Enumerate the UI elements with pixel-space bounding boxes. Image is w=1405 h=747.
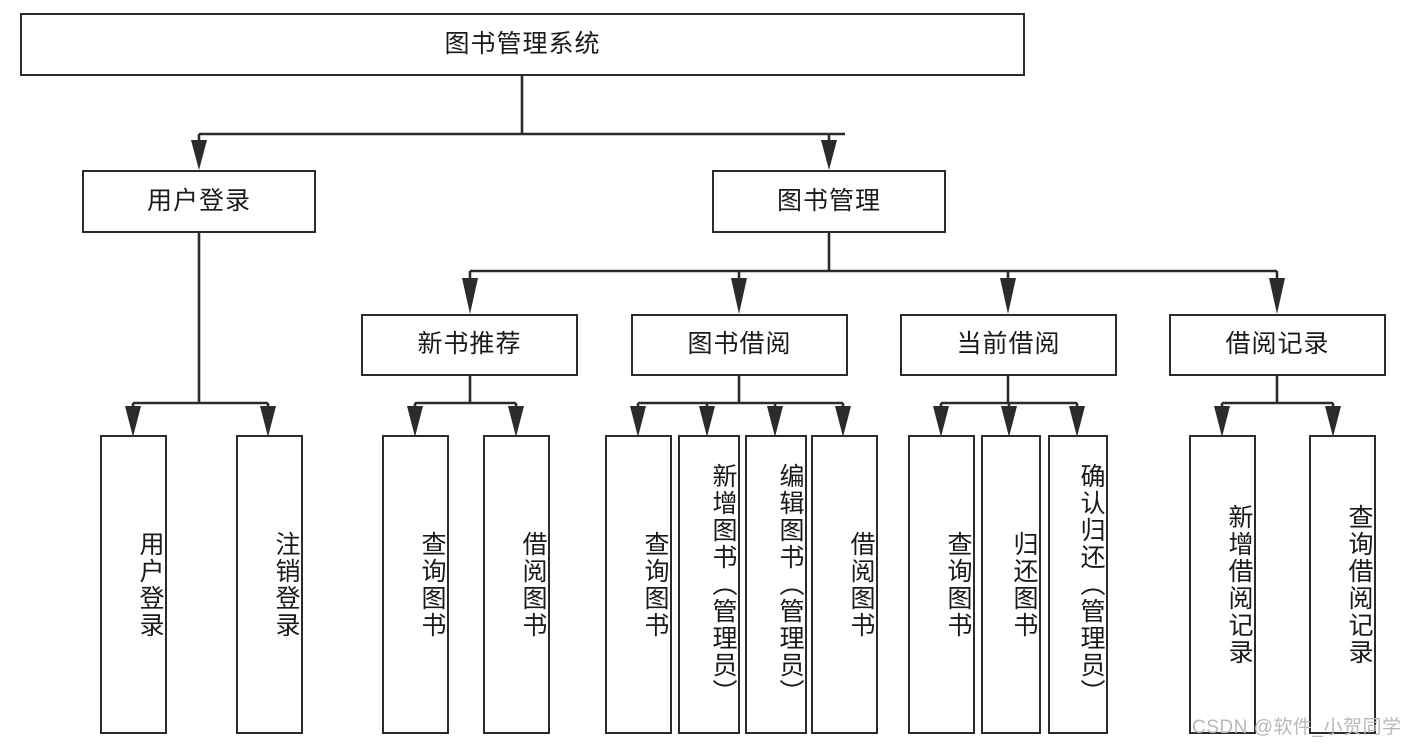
leaf-borrow-book-2[interactable]: 借阅图书 [811,435,878,734]
leaf-logout-label: 注销登录 [272,530,300,639]
node-user-login-label: 用户登录 [146,186,251,215]
leaf-add-book-label: 新增图书（管理员） [709,463,737,706]
node-borrow-record[interactable]: 借阅记录 [1169,314,1386,376]
connector-userlogin-to-leaves [125,233,276,437]
connector-newbookrec-to-leaves [407,376,524,437]
leaf-query-book-2[interactable]: 查询图书 [605,435,672,734]
leaf-add-record[interactable]: 新增借阅记录 [1189,435,1256,734]
leaf-borrow-book-2-label: 借阅图书 [847,530,875,639]
node-root-label: 图书管理系统 [444,29,601,58]
leaf-query-book-1[interactable]: 查询图书 [382,435,449,734]
node-current-borrow-label: 当前借阅 [956,330,1061,359]
leaf-return-book-label: 归还图书 [1010,530,1038,639]
leaf-confirm-return[interactable]: 确认归还（管理员） [1048,435,1108,734]
node-new-book-rec-label: 新书推荐 [417,330,522,359]
connector-bookmanage-to-level3 [462,233,1285,314]
leaf-query-record-label: 查询借阅记录 [1345,503,1373,666]
node-book-manage-label: 图书管理 [776,186,881,215]
connector-bookborrow-to-leaves [630,376,851,437]
leaf-logout[interactable]: 注销登录 [236,435,303,734]
node-book-borrow[interactable]: 图书借阅 [631,314,848,376]
leaf-borrow-book-1[interactable]: 借阅图书 [483,435,550,734]
node-user-login[interactable]: 用户登录 [82,170,316,233]
node-root[interactable]: 图书管理系统 [20,13,1025,76]
node-borrow-record-label: 借阅记录 [1225,330,1330,359]
connector-borrowrecord-to-leaves [1214,376,1341,437]
leaf-edit-book[interactable]: 编辑图书（管理员） [745,435,807,734]
leaf-confirm-return-label: 确认归还（管理员） [1077,463,1105,706]
node-current-borrow[interactable]: 当前借阅 [900,314,1117,376]
leaf-user-login[interactable]: 用户登录 [100,435,167,734]
leaf-add-record-label: 新增借阅记录 [1225,503,1253,666]
leaf-query-book-2-label: 查询图书 [641,530,669,639]
leaf-return-book[interactable]: 归还图书 [981,435,1041,734]
node-book-borrow-label: 图书借阅 [687,330,792,359]
leaf-borrow-book-1-label: 借阅图书 [519,530,547,639]
connector-currentborrow-to-leaves [933,376,1085,437]
leaf-add-book[interactable]: 新增图书（管理员） [678,435,740,734]
leaf-query-record[interactable]: 查询借阅记录 [1309,435,1376,734]
node-book-manage[interactable]: 图书管理 [712,170,946,233]
leaf-query-book-1-label: 查询图书 [418,530,446,639]
leaf-query-book-3[interactable]: 查询图书 [908,435,975,734]
leaf-user-login-label: 用户登录 [136,530,164,639]
leaf-query-book-3-label: 查询图书 [944,530,972,639]
connector-root-to-level2 [191,76,845,170]
leaf-edit-book-label: 编辑图书（管理员） [776,463,804,706]
node-new-book-rec[interactable]: 新书推荐 [361,314,578,376]
